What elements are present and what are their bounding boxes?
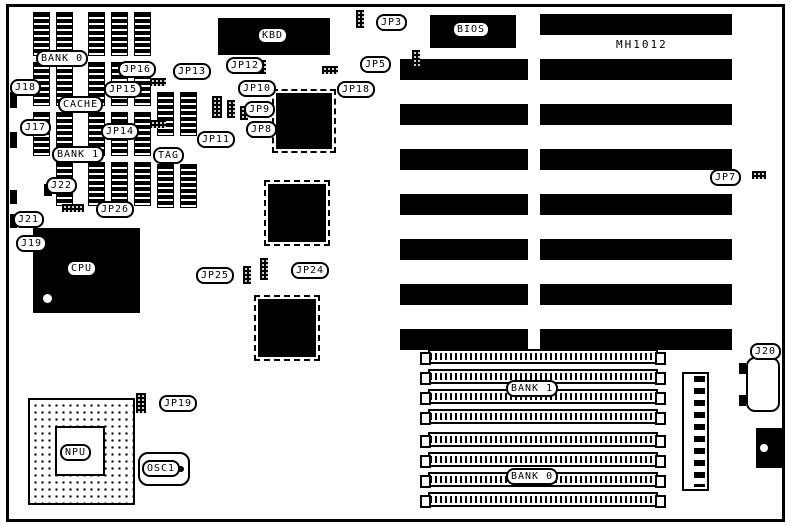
dip-chip (111, 162, 128, 206)
isa-slot (540, 14, 732, 35)
label-osc1: OSC1 (142, 460, 181, 477)
label-jp10: JP10 (238, 80, 277, 97)
label-kbd: KBD (257, 27, 289, 44)
label-jp3: JP3 (376, 14, 408, 31)
j20-connector (739, 357, 780, 412)
jumper-pins (227, 100, 235, 118)
jumper-pins (150, 120, 166, 128)
label-bank0-simm: BANK 0 (506, 468, 559, 485)
isa-slot (540, 59, 732, 80)
jumper-pins (243, 266, 251, 284)
isa-slot (540, 329, 732, 350)
label-jp9: JP9 (244, 101, 276, 118)
qfp-chip (254, 295, 320, 361)
label-jp26: JP26 (96, 201, 135, 218)
jumper-pins (322, 66, 338, 74)
isa-slot (400, 59, 528, 80)
jumper-pins (150, 78, 166, 86)
dip-chip (134, 12, 151, 56)
simm-socket (420, 492, 666, 508)
label-jp19: JP19 (159, 395, 198, 412)
simm-socket (420, 409, 666, 425)
label-j17: J17 (20, 119, 52, 136)
label-jp11: JP11 (197, 131, 236, 148)
simm-socket (420, 349, 666, 365)
label-bank0-cache: BANK 0 (36, 50, 89, 67)
label-jp8: JP8 (246, 121, 278, 138)
board-outline (6, 4, 785, 522)
jumper-pins (356, 10, 364, 28)
isa-slot (400, 149, 528, 170)
jumper-pins (136, 393, 146, 413)
label-jp15: JP15 (104, 81, 143, 98)
isa-slot (540, 239, 732, 260)
isa-slot (540, 284, 732, 305)
tag-ram-chip (157, 92, 174, 136)
label-j22: J22 (46, 177, 78, 194)
tag-ram-chip (180, 164, 197, 208)
dip-chip (134, 162, 151, 206)
simm-socket (420, 452, 666, 468)
tag-ram-chip (180, 92, 197, 136)
label-cache: CACHE (58, 96, 104, 113)
isa-slot (400, 194, 528, 215)
label-jp18: JP18 (337, 81, 376, 98)
jumper-pins (62, 204, 84, 212)
edge-connector (10, 132, 17, 148)
jumper-pins (260, 258, 268, 280)
label-jp24: JP24 (291, 262, 330, 279)
edge-connector (10, 92, 17, 108)
label-tag: TAG (153, 147, 185, 164)
edge-connector (10, 190, 17, 204)
label-jp16: JP16 (118, 61, 157, 78)
dip-chip (111, 12, 128, 56)
pin-header-connector (682, 372, 709, 491)
label-jp12: JP12 (226, 57, 265, 74)
label-cpu: CPU (66, 260, 98, 277)
isa-slot (540, 104, 732, 125)
isa-slot (540, 149, 732, 170)
label-bios: BIOS (452, 21, 491, 38)
label-jp7: JP7 (710, 169, 742, 186)
label-bank1-simm: BANK 1 (506, 380, 559, 397)
isa-slot (400, 329, 528, 350)
label-jp25: JP25 (196, 267, 235, 284)
label-npu: NPU (60, 444, 92, 461)
isa-slot (400, 239, 528, 260)
isa-slot (400, 104, 528, 125)
label-j21: J21 (13, 211, 45, 228)
label-bank1-cache: BANK 1 (52, 146, 105, 163)
label-j19: J19 (16, 235, 48, 252)
board-title: MH1012 (616, 38, 668, 51)
label-j18: J18 (10, 79, 42, 96)
simm-socket (420, 432, 666, 448)
label-jp5: JP5 (360, 56, 392, 73)
dip-chip (88, 162, 105, 206)
dip-chip (88, 12, 105, 56)
jumper-pins (212, 96, 222, 118)
tag-ram-chip (157, 164, 174, 208)
keyboard-din-connector (756, 428, 783, 468)
label-jp13: JP13 (173, 63, 212, 80)
isa-slot (400, 284, 528, 305)
qfp-chip (264, 180, 330, 246)
label-jp14: JP14 (101, 123, 140, 140)
qfp-chip (272, 89, 336, 153)
label-j20: J20 (750, 343, 782, 360)
jumper-pins (752, 171, 766, 179)
jumper-pins (412, 50, 420, 66)
isa-slot (540, 194, 732, 215)
